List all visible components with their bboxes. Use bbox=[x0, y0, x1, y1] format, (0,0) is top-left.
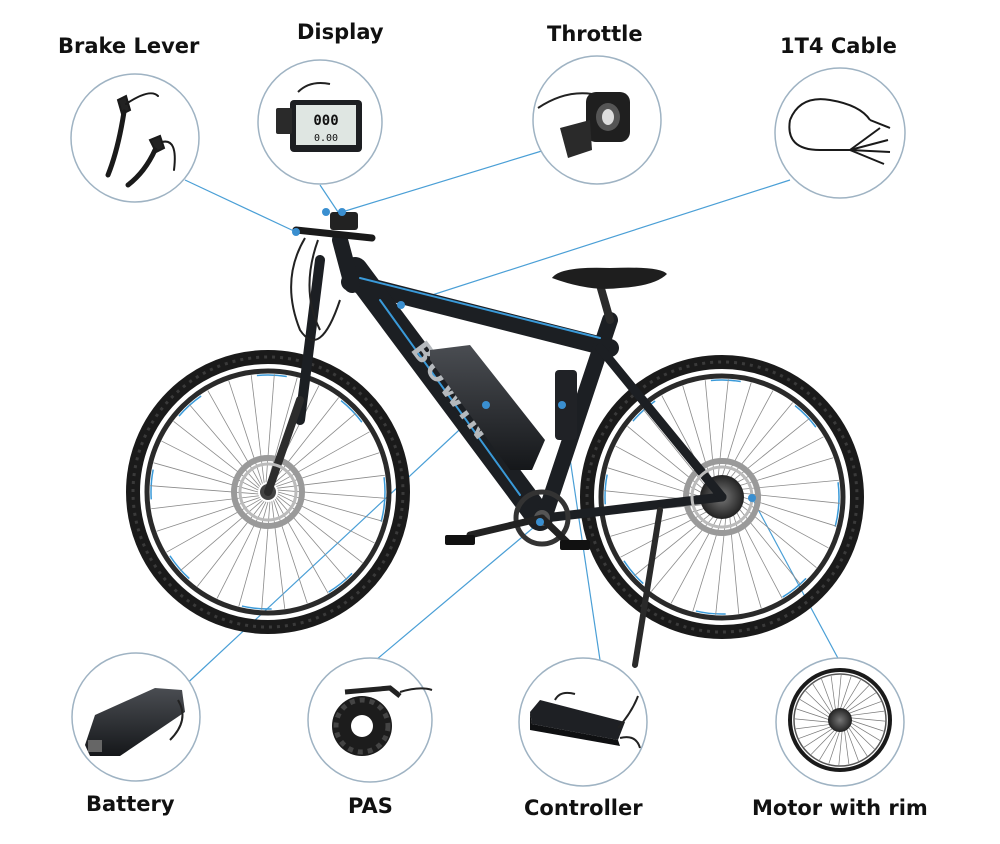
label-throttle: Throttle bbox=[547, 22, 643, 46]
spoke bbox=[838, 729, 843, 766]
label-battery: Battery bbox=[86, 792, 175, 816]
display-power: 0.00 bbox=[314, 133, 338, 144]
leader-dots bbox=[292, 208, 756, 526]
display-callout: 000 0.00 bbox=[257, 59, 383, 185]
cable-callout bbox=[774, 67, 906, 199]
dot-motor bbox=[748, 494, 756, 502]
dot-pas bbox=[536, 518, 544, 526]
spoke bbox=[845, 727, 859, 762]
controller-callout bbox=[518, 657, 648, 787]
spoke bbox=[166, 498, 262, 553]
dot-battery bbox=[482, 401, 490, 409]
label-controller: Controller bbox=[524, 796, 643, 820]
pas-callout bbox=[307, 657, 433, 783]
spoke bbox=[276, 495, 363, 564]
spoke bbox=[805, 690, 832, 716]
spoke bbox=[844, 685, 870, 712]
spoke bbox=[819, 729, 839, 761]
controller-icon bbox=[530, 691, 641, 749]
spoke bbox=[207, 390, 262, 486]
label-motor: Motor with rim bbox=[752, 796, 928, 820]
display-unit-icon: 000 0.00 bbox=[276, 82, 362, 152]
dot-brake bbox=[292, 228, 300, 236]
spoke bbox=[794, 718, 831, 723]
spoke bbox=[179, 500, 263, 572]
brake-lever-icon bbox=[105, 92, 176, 188]
crankset bbox=[445, 489, 590, 550]
leader-pas bbox=[369, 521, 541, 666]
spoke bbox=[849, 719, 884, 732]
spoke bbox=[847, 726, 868, 757]
leader-battery bbox=[179, 404, 487, 691]
dot-controller bbox=[558, 401, 566, 409]
leader-throttle bbox=[341, 149, 546, 213]
throttle-callout bbox=[532, 55, 662, 185]
cable-icon bbox=[788, 98, 891, 165]
label-brake-lever: Brake Lever bbox=[58, 34, 200, 58]
spoke bbox=[196, 500, 265, 587]
motor-wheel-icon bbox=[788, 668, 892, 772]
label-pas: PAS bbox=[348, 794, 393, 818]
spoke bbox=[188, 403, 260, 487]
spoke bbox=[841, 679, 861, 711]
throttle-icon bbox=[537, 92, 630, 158]
spoke bbox=[812, 683, 833, 714]
spoke bbox=[798, 725, 833, 739]
spoke bbox=[796, 708, 831, 721]
leader-display bbox=[319, 184, 339, 213]
label-cable: 1T4 Cable bbox=[780, 34, 897, 58]
spoke bbox=[821, 678, 835, 713]
spoke bbox=[795, 723, 832, 730]
spoke bbox=[799, 699, 831, 719]
leader-brake bbox=[184, 179, 297, 233]
kickstand bbox=[632, 507, 663, 668]
leader-lines bbox=[179, 149, 841, 691]
spoke bbox=[274, 498, 329, 594]
spoke bbox=[846, 692, 877, 713]
front-disc bbox=[238, 462, 298, 522]
spoke bbox=[830, 675, 837, 712]
rear-wheel bbox=[580, 355, 864, 639]
spoke bbox=[837, 674, 842, 711]
label-display: Display bbox=[297, 20, 384, 44]
spoke bbox=[849, 717, 886, 722]
spoke bbox=[803, 727, 834, 748]
pas-sensor-icon bbox=[332, 685, 433, 756]
spoke bbox=[847, 701, 882, 715]
battery-callout bbox=[71, 652, 201, 782]
spoke bbox=[839, 676, 852, 711]
leader-cable bbox=[400, 179, 791, 306]
battery-icon bbox=[85, 688, 185, 756]
dot-throttle bbox=[338, 208, 346, 216]
dot-display bbox=[322, 208, 330, 216]
handlebar bbox=[290, 212, 376, 341]
motor-callout bbox=[775, 657, 905, 787]
dot-cable bbox=[397, 301, 405, 309]
spoke bbox=[848, 710, 885, 717]
spoke bbox=[843, 728, 850, 765]
spoke bbox=[173, 420, 260, 489]
spoke bbox=[828, 729, 841, 764]
spoke bbox=[848, 724, 875, 750]
spoke bbox=[810, 728, 836, 755]
leader-motor bbox=[751, 497, 841, 663]
display-speed: 000 bbox=[313, 113, 338, 129]
brake-lever-callout bbox=[70, 73, 200, 203]
saddle bbox=[552, 267, 667, 289]
spoke bbox=[849, 721, 881, 741]
ebike: BOWIN bbox=[126, 212, 864, 668]
